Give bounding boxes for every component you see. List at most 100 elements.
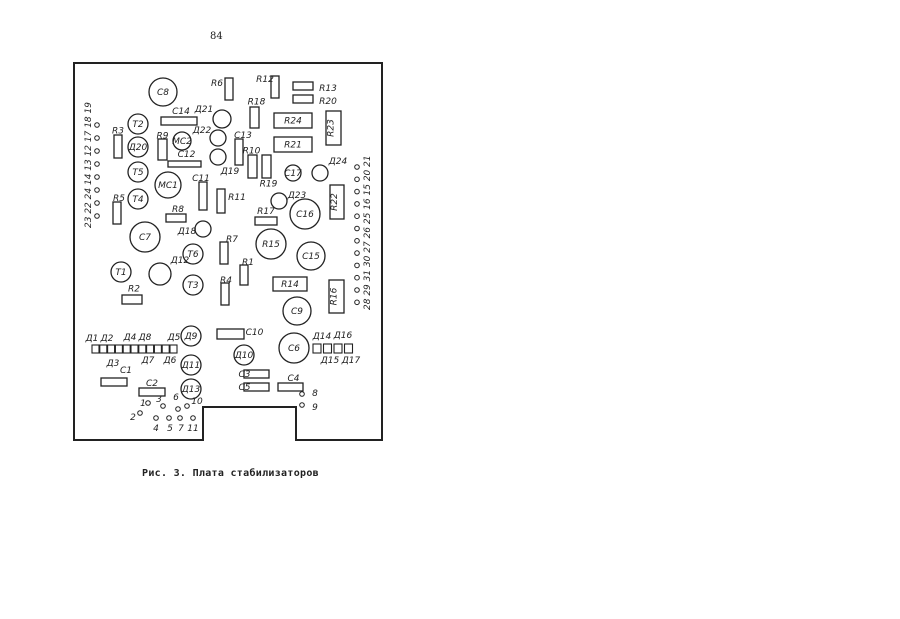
pin xyxy=(94,122,100,128)
component-label: C6 xyxy=(288,344,300,354)
component-label: Д3 xyxy=(106,359,120,369)
component-R7 xyxy=(219,241,229,265)
component-label: R14 xyxy=(281,280,299,290)
pin-9 xyxy=(299,402,305,408)
component-label: 8 xyxy=(312,389,318,399)
component-Д11 xyxy=(180,354,202,376)
component-R24 xyxy=(273,112,313,129)
pin xyxy=(354,201,360,207)
component-label: R18 xyxy=(248,98,266,108)
diode-pad xyxy=(161,344,170,354)
pin xyxy=(354,274,360,281)
component-label: 4 xyxy=(153,424,159,434)
component-R2 xyxy=(121,294,143,305)
figure-caption: Рис. 3. Плата стабилизаторов xyxy=(142,468,319,479)
component-label: 2 xyxy=(130,413,136,423)
component-C17 xyxy=(284,164,302,182)
component-R6 xyxy=(224,77,234,101)
component-C1 xyxy=(100,377,128,387)
component-label: R6 xyxy=(211,79,223,89)
component-label: R16 xyxy=(330,287,340,305)
component-label: C3 xyxy=(238,370,250,380)
component-R4 xyxy=(220,282,230,306)
component-label: R3 xyxy=(112,127,124,137)
component-label: Д11 xyxy=(181,361,200,371)
pin xyxy=(354,262,360,269)
component-label: Д20 xyxy=(128,143,148,153)
component-label: C16 xyxy=(296,210,314,220)
component-label: C5 xyxy=(238,383,250,393)
component-R14 xyxy=(272,276,308,292)
pin xyxy=(94,161,100,167)
component-label: Д5 xyxy=(167,333,181,343)
component-C16 xyxy=(289,198,321,230)
pin-6 xyxy=(175,406,181,412)
component-label: C14 xyxy=(172,107,190,117)
pin-8 xyxy=(299,391,305,397)
pin-1 xyxy=(145,400,151,406)
component-R18 xyxy=(249,106,260,129)
component-label: C2 xyxy=(146,379,158,389)
component-label: Д9 xyxy=(184,332,198,342)
component-label: T2 xyxy=(132,120,143,130)
component-label: 1 xyxy=(140,399,146,409)
component-label: Д2 xyxy=(100,334,114,344)
component-R11 xyxy=(216,188,226,214)
pin xyxy=(94,213,100,219)
component-R19 xyxy=(261,154,272,179)
diode-pad xyxy=(99,344,108,354)
component-label: R19 xyxy=(260,180,278,190)
component-T6 xyxy=(182,243,204,265)
component-label: C11 xyxy=(192,174,210,184)
component-label: T4 xyxy=(132,195,143,205)
component-label: Д12 xyxy=(170,256,190,266)
component-Д22 xyxy=(209,129,227,147)
pin xyxy=(354,287,360,293)
component-T3 xyxy=(182,274,204,296)
component-label: R9 xyxy=(157,132,169,142)
pin-3 xyxy=(160,403,166,409)
component-label: 11 xyxy=(187,424,198,434)
pin xyxy=(94,174,100,180)
component-label: R8 xyxy=(172,205,184,215)
component-C10 xyxy=(216,328,245,340)
diode-pad xyxy=(312,343,322,354)
component-label: R10 xyxy=(243,147,261,157)
pin xyxy=(354,176,360,183)
component-R3 xyxy=(113,134,123,159)
component-Д23 xyxy=(270,192,288,210)
component-Д20 xyxy=(127,136,149,158)
component-label: 5 xyxy=(167,424,173,434)
diode-pad xyxy=(91,344,100,354)
component-label: R12 xyxy=(256,75,274,85)
component-Д18 xyxy=(194,220,212,238)
diode-pad xyxy=(169,344,178,354)
component-R13 xyxy=(292,81,314,91)
pin-11 xyxy=(190,415,196,421)
component-Д10 xyxy=(233,344,255,366)
component-label: C9 xyxy=(291,307,303,317)
component-label: R4 xyxy=(220,276,232,286)
component-label: Д21 xyxy=(194,105,213,115)
component-C11 xyxy=(198,181,208,211)
diode-pad xyxy=(138,344,147,354)
component-Д9 xyxy=(180,325,202,347)
component-label: Д6 xyxy=(163,356,177,366)
component-label: Д23 xyxy=(287,191,307,201)
component-Д21 xyxy=(212,109,232,129)
component-C7 xyxy=(129,221,161,253)
component-label: C4 xyxy=(287,374,299,384)
component-label: Д22 xyxy=(192,126,212,136)
page-number: 84 xyxy=(210,31,223,42)
component-C13 xyxy=(234,138,244,166)
component-label: T5 xyxy=(132,168,143,178)
component-label: Д13 xyxy=(181,385,201,395)
component-R15 xyxy=(255,228,287,260)
component-label: 10 xyxy=(191,397,203,407)
component-label: R17 xyxy=(257,207,275,217)
component-R23 xyxy=(325,110,342,146)
component-T1 xyxy=(110,261,132,283)
component-label: Д24 xyxy=(328,157,348,167)
component-label: C7 xyxy=(139,233,151,243)
